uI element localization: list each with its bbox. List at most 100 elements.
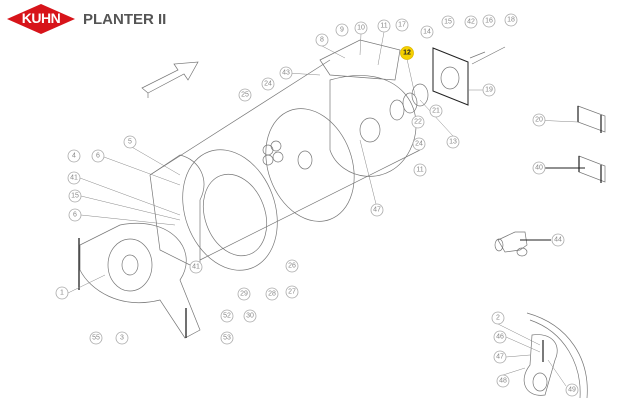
callout-14[interactable]: 14 [420,25,434,39]
callout-10[interactable]: 10 [354,21,368,35]
svg-text:55: 55 [92,335,100,342]
callout-21[interactable]: 21 [429,104,443,118]
leader-lines [67,31,585,387]
tee-fitting-44 [494,231,528,257]
svg-text:19: 19 [485,87,493,94]
kuhn-logo [7,4,75,34]
callout-17[interactable]: 17 [395,18,409,32]
callout-15[interactable]: 15 [441,15,455,29]
svg-text:43: 43 [282,70,290,77]
svg-text:47: 47 [373,207,381,214]
svg-text:46: 46 [496,334,504,341]
hopper-body [149,39,421,271]
svg-text:1: 1 [60,290,64,297]
callout-52[interactable]: 52 [220,309,234,323]
svg-text:25: 25 [241,92,249,99]
svg-text:14: 14 [423,29,431,36]
callout-46[interactable]: 46 [493,330,507,344]
callout-25[interactable]: 25 [238,88,252,102]
fan-housing [78,154,205,339]
svg-text:18: 18 [507,17,515,24]
callout-47[interactable]: 47 [493,350,507,364]
callout-27[interactable]: 27 [285,285,299,299]
callout-44[interactable]: 44 [551,233,565,247]
callout-18[interactable]: 18 [504,13,518,27]
callout-1[interactable]: 1 [55,286,69,300]
page-title: PLANTER II [83,11,167,28]
callout-3[interactable]: 3 [115,331,129,345]
svg-text:24: 24 [264,81,272,88]
svg-text:10: 10 [357,25,365,32]
callout-6[interactable]: 6 [91,149,105,163]
svg-text:30: 30 [246,313,254,320]
svg-text:20: 20 [535,117,543,124]
callout-19[interactable]: 19 [482,83,496,97]
svg-text:24: 24 [415,141,423,148]
svg-text:22: 22 [414,119,422,126]
svg-text:6: 6 [96,153,100,160]
callout-47[interactable]: 47 [370,203,384,217]
svg-text:42: 42 [467,19,475,26]
callout-48[interactable]: 48 [496,374,510,388]
header: KUHN PLANTER II [0,0,260,40]
callout-29[interactable]: 29 [237,287,251,301]
callout-20[interactable]: 20 [532,113,546,127]
callout-22[interactable]: 22 [411,115,425,129]
svg-text:47: 47 [496,354,504,361]
callout-4[interactable]: 4 [67,149,81,163]
svg-text:44: 44 [554,237,562,244]
drive-plate [389,46,506,121]
callout-41[interactable]: 41 [189,260,203,274]
svg-text:2: 2 [496,315,500,322]
svg-text:6: 6 [73,212,77,219]
callout-24[interactable]: 24 [412,137,426,151]
callout-49[interactable]: 49 [565,383,579,397]
callout-13[interactable]: 13 [446,135,460,149]
svg-text:5: 5 [128,139,132,146]
callout-24[interactable]: 24 [261,77,275,91]
callout-8[interactable]: 8 [315,33,329,47]
callout-16[interactable]: 16 [482,14,496,28]
svg-text:8: 8 [320,37,324,44]
callout-6[interactable]: 6 [68,208,82,222]
callout-labels: 8 9 10 11 17 12 14 15 42 16 18 19 21 22 … [55,13,579,397]
svg-text:41: 41 [70,175,78,182]
detail-inset [523,312,588,399]
callout-42[interactable]: 42 [464,15,478,29]
svg-text:11: 11 [380,23,387,30]
svg-text:15: 15 [71,193,79,200]
svg-text:12: 12 [403,50,411,57]
callout-2[interactable]: 2 [491,311,505,325]
svg-text:13: 13 [449,139,457,146]
svg-text:29: 29 [240,291,248,298]
svg-text:41: 41 [192,264,200,271]
callout-11[interactable]: 11 [377,19,391,33]
svg-text:26: 26 [288,263,296,270]
svg-text:15: 15 [444,19,452,26]
block-20 [577,105,606,133]
callout-53[interactable]: 53 [220,331,234,345]
callout-15[interactable]: 15 [68,189,82,203]
callout-30[interactable]: 30 [243,309,257,323]
svg-text:53: 53 [223,335,231,342]
callout-43[interactable]: 43 [279,66,293,80]
callout-9[interactable]: 9 [335,23,349,37]
svg-text:11: 11 [416,167,423,174]
callout-11[interactable]: 11 [413,163,427,177]
svg-text:21: 21 [432,108,440,115]
callout-28[interactable]: 28 [265,287,279,301]
svg-text:3: 3 [120,335,124,342]
svg-text:27: 27 [288,289,296,296]
svg-text:48: 48 [499,378,507,385]
svg-text:49: 49 [568,387,576,394]
callout-12-highlighted[interactable]: 12 [400,46,414,60]
callout-41[interactable]: 41 [67,171,81,185]
callout-40[interactable]: 40 [532,161,546,175]
callout-5[interactable]: 5 [123,135,137,149]
svg-text:17: 17 [398,22,406,29]
svg-text:4: 4 [72,153,76,160]
svg-text:9: 9 [340,27,344,34]
callout-26[interactable]: 26 [285,259,299,273]
callout-55[interactable]: 55 [89,331,103,345]
